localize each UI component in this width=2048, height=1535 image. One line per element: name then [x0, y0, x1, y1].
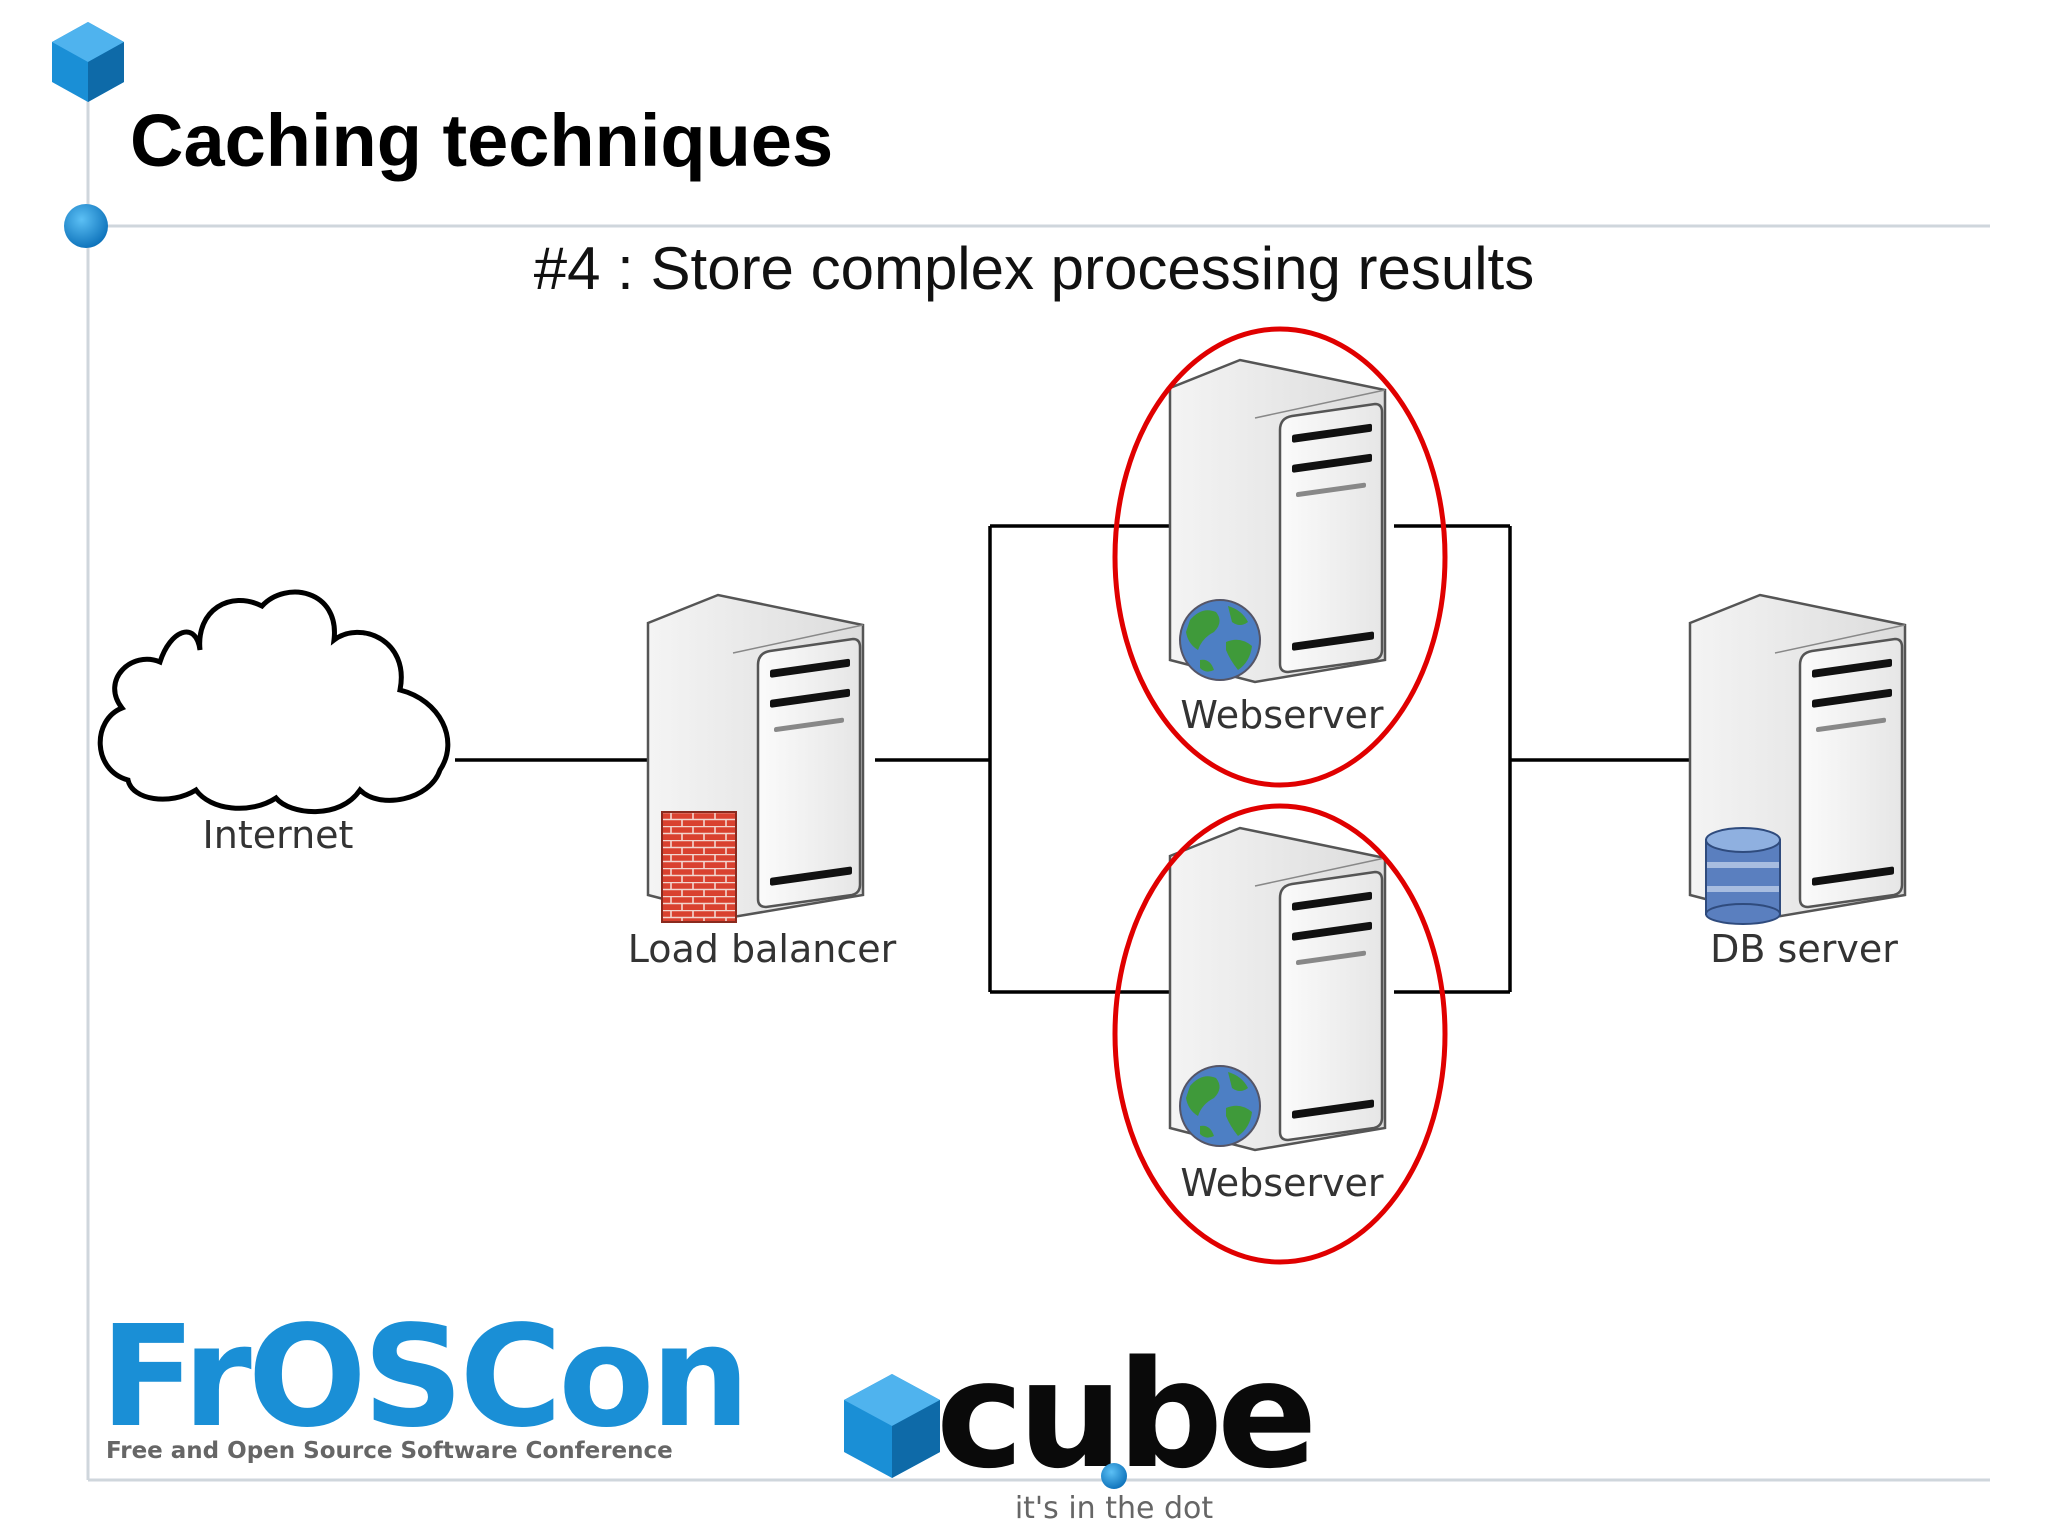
network-connections	[455, 524, 1690, 994]
internet-label: Internet	[203, 813, 354, 857]
internet-cloud-icon	[97, 589, 451, 815]
cube-logo-text: cube	[936, 1329, 1311, 1501]
database-icon	[1705, 827, 1781, 925]
webserver-bottom-globe-icon	[1179, 1065, 1261, 1147]
firewall-icon	[661, 811, 737, 923]
page-subtitle: #4 : Store complex processing results	[533, 235, 1535, 302]
webserver-top-highlight	[1112, 326, 1448, 788]
cube-ornament-icon	[52, 22, 124, 102]
froscon-tagline: Free and Open Source Software Conference	[106, 1438, 673, 1464]
froscon-logo: FrOSCon Free and Open Source Software Co…	[100, 1296, 750, 1464]
webserver-top-label: Webserver	[1180, 693, 1384, 737]
page-title: Caching techniques	[130, 99, 834, 182]
webserver-bottom-highlight	[1112, 803, 1448, 1265]
separator-dot-icon	[64, 204, 108, 248]
cube-tagline: it's in the dot	[1015, 1491, 1214, 1526]
db-server-label: DB server	[1710, 927, 1898, 971]
cube-logo-icon	[844, 1374, 940, 1478]
webserver-top-globe-icon	[1179, 599, 1261, 681]
load-balancer-label: Load balancer	[628, 927, 897, 971]
cube-logo: cube it's in the dot	[844, 1329, 1317, 1526]
froscon-logo-text: FrOSCon	[100, 1296, 746, 1459]
webserver-bottom-label: Webserver	[1180, 1161, 1384, 1205]
cube-logo-dot-icon	[1101, 1463, 1127, 1489]
